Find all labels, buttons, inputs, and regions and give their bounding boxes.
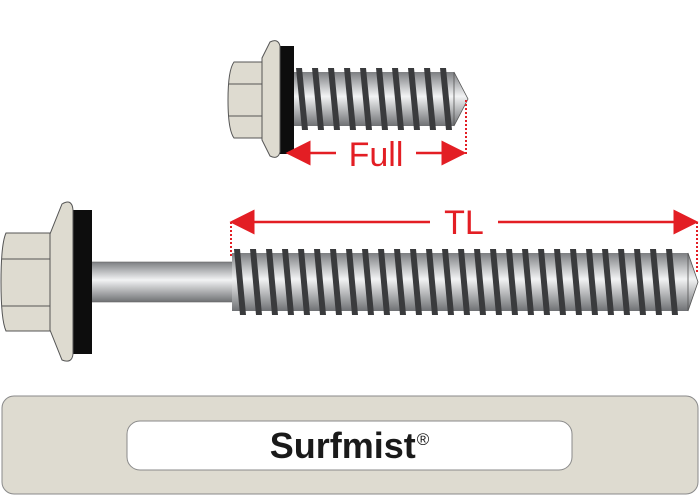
thread-ridge (602, 249, 614, 315)
thread-ridge (330, 249, 342, 315)
colour-label-box (126, 420, 573, 471)
thread-ridge (490, 249, 502, 315)
thread-ridge (666, 249, 678, 315)
thread-ridge (408, 68, 420, 130)
thread-ridge (538, 249, 550, 315)
thread-ridge (234, 249, 246, 315)
long-screw-tip (687, 252, 699, 312)
colour-name: Surfmist® (127, 421, 572, 470)
thread-ridge (424, 68, 436, 130)
thread-ridge (394, 249, 406, 315)
thread-ridge (312, 68, 324, 130)
thread-ridge (376, 68, 388, 130)
short-screw-hex-head (227, 61, 263, 139)
thread-ridge (314, 249, 326, 315)
thread-ridge (586, 249, 598, 315)
thread-ridge (250, 249, 262, 315)
short-screw-tip (453, 71, 469, 127)
short-screw-flange (261, 40, 281, 158)
thread-ridge (344, 68, 356, 130)
tl-label: TL (444, 204, 484, 242)
thread-ridge (506, 249, 518, 315)
colour-name-text: Surfmist (269, 424, 416, 466)
thread-ridge (282, 249, 294, 315)
thread-ridge (650, 249, 662, 315)
tl-dimension: TL (229, 204, 699, 272)
thread-ridge (570, 249, 582, 315)
short-screw (227, 40, 469, 158)
short-screw-washer (278, 46, 294, 154)
thread-ridge (474, 249, 486, 315)
thread-ridge (426, 249, 438, 315)
thread-ridge (378, 249, 390, 315)
long-screw (0, 201, 699, 362)
thread-ridge (522, 249, 534, 315)
thread-ridge (442, 249, 454, 315)
thread-ridge (392, 68, 404, 130)
thread-ridge (634, 249, 646, 315)
full-label: Full (349, 136, 404, 174)
thread-ridge (296, 68, 308, 130)
registered-mark: ® (416, 429, 430, 449)
long-screw-hex-head (0, 232, 51, 332)
thread-ridge (266, 249, 278, 315)
long-screw-flange (49, 201, 74, 362)
thread-ridge (346, 249, 358, 315)
thread-ridge (328, 68, 340, 130)
thread-ridge (360, 68, 372, 130)
full-dimension: Full (285, 100, 467, 174)
long-screw-shank (89, 261, 236, 303)
thread-ridge (618, 249, 630, 315)
thread-ridge (362, 249, 374, 315)
thread-ridge (410, 249, 422, 315)
thread-ridge (554, 249, 566, 315)
thread-ridge (298, 249, 310, 315)
thread-ridge (440, 68, 452, 130)
thread-ridge (458, 249, 470, 315)
long-screw-washer (72, 210, 92, 354)
